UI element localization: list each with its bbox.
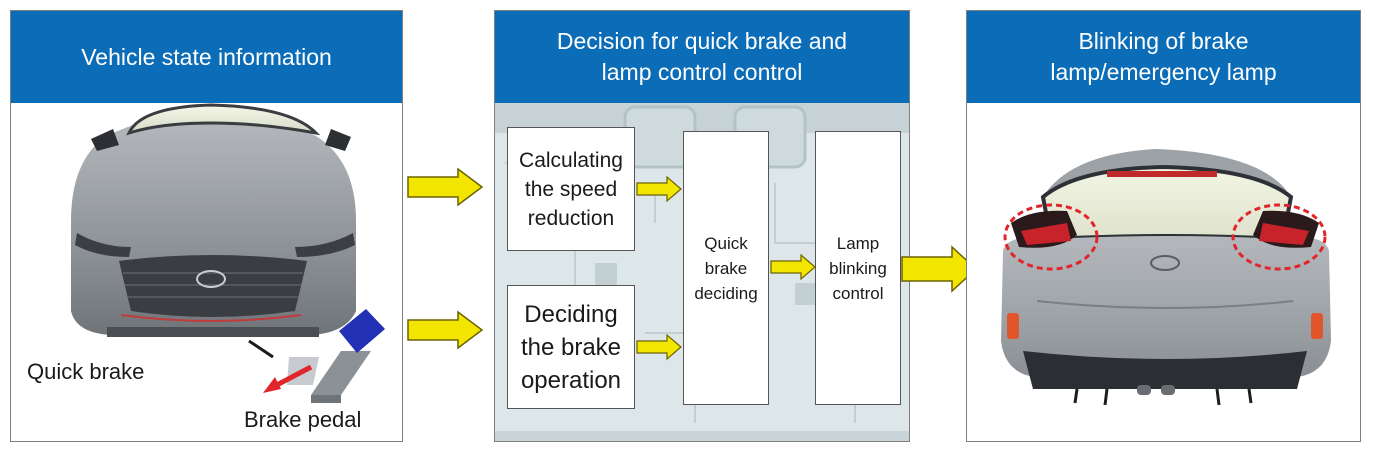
vehicle-state-header: Vehicle state information xyxy=(11,11,402,103)
front-car-image xyxy=(71,103,385,403)
lamp-blinking-control-box: Lamp blinking control xyxy=(815,131,901,405)
vehicle-state-panel: Vehicle state information xyxy=(10,10,403,442)
rear-car-image xyxy=(1001,149,1331,406)
right-lamp-highlight xyxy=(1231,203,1327,271)
decision-header: Decision for quick brake and lamp contro… xyxy=(495,11,909,103)
brake-pedal-icon xyxy=(248,309,385,403)
brake-pedal-label: Brake pedal xyxy=(244,407,362,432)
decide-line1: Deciding xyxy=(524,300,618,328)
decision-title-line1: Decision for quick brake and xyxy=(556,28,848,54)
arrow-calc-to-quick xyxy=(636,175,682,203)
calculating-speed-reduction-box: Calculating the speed reduction xyxy=(507,127,635,251)
blinking-lamp-header: Blinking of brake lamp/emergency lamp xyxy=(967,11,1360,103)
lamp-line1: Lamp xyxy=(836,233,880,253)
lamp-line3: control xyxy=(832,283,884,303)
quick-line1: Quick xyxy=(704,233,748,253)
quick-line2: brake xyxy=(704,258,748,278)
calc-line1: Calculating xyxy=(519,148,623,172)
quick-brake-label: Quick brake xyxy=(27,359,145,384)
deciding-brake-operation-box: Deciding the brake operation xyxy=(507,285,635,409)
arrow-to-lamp-panel xyxy=(901,245,978,293)
quick-line3: deciding xyxy=(694,283,758,303)
quick-brake-deciding-box: Quick brake deciding xyxy=(683,131,769,405)
arrow-decide-to-quick xyxy=(636,333,682,361)
decision-title-line2: lamp control control xyxy=(601,59,803,85)
vehicle-state-title: Vehicle state information xyxy=(81,43,332,70)
calc-line2: the speed xyxy=(524,177,618,201)
calc-line3: reduction xyxy=(527,206,615,230)
decide-line3: operation xyxy=(520,366,622,394)
left-lamp-highlight xyxy=(1003,203,1099,271)
arrow-to-calc xyxy=(407,167,484,207)
blinking-lamp-panel: Blinking of brake lamp/emergency lamp xyxy=(966,10,1361,442)
blinking-title-line1: Blinking of brake xyxy=(1078,28,1249,54)
blinking-title-line2: lamp/emergency lamp xyxy=(1050,59,1277,85)
decide-line2: the brake xyxy=(520,333,622,361)
lamp-line2: blinking xyxy=(829,258,887,278)
arrow-to-decide xyxy=(407,310,484,350)
arrow-quick-to-lamp xyxy=(770,253,816,281)
decision-panel: Decision for quick brake and lamp contro… xyxy=(494,10,910,442)
